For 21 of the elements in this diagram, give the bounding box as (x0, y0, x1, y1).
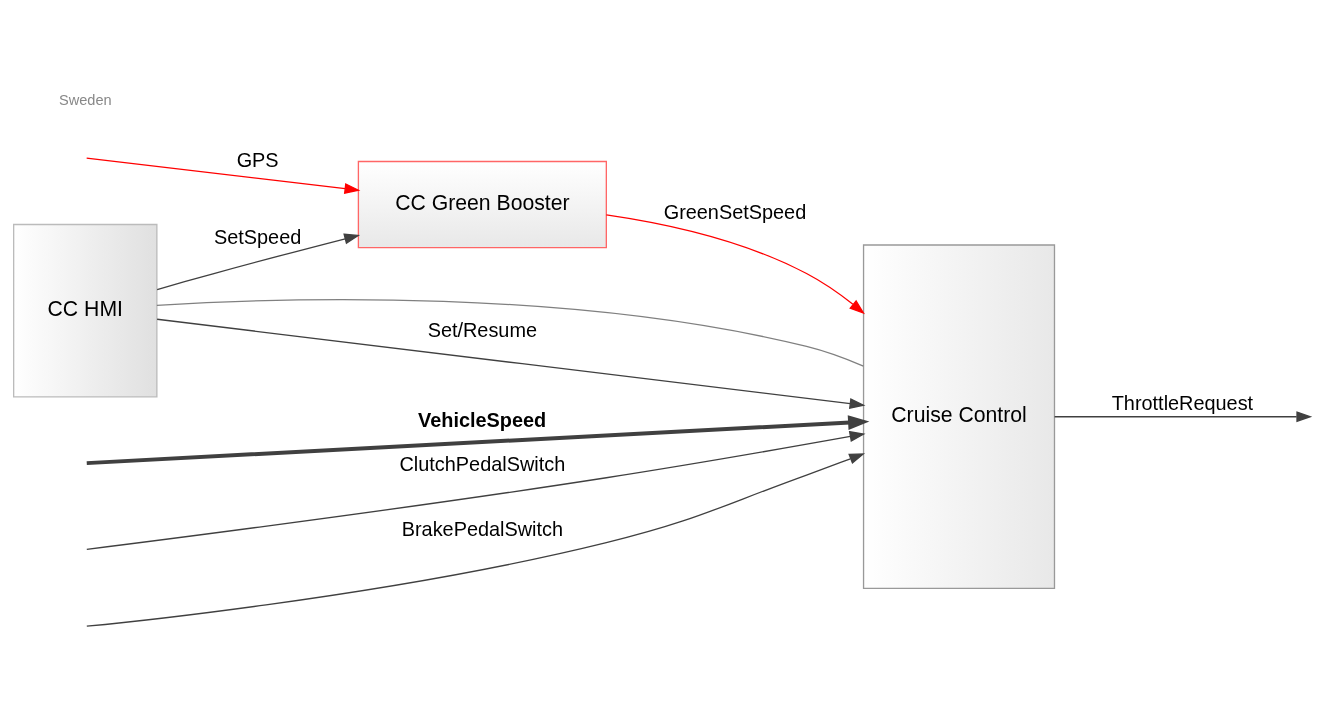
arrow (86, 414, 870, 465)
arrow (605, 213, 865, 314)
edge-label: GreenSetSpeed (663, 200, 807, 223)
edge-label: VehicleSpeed (418, 408, 547, 431)
node-box: CC Green Booster (357, 160, 607, 248)
arrow (86, 430, 866, 550)
label: Sweden (58, 91, 112, 108)
arrow (86, 157, 361, 194)
edge-label: ClutchPedalSwitch (399, 452, 566, 475)
edge-label: SetSpeed (213, 225, 302, 248)
edge-label: BrakePedalSwitch (401, 517, 564, 540)
node-box: CC HMI (13, 223, 158, 397)
arrow (156, 233, 361, 290)
arrow (1053, 410, 1313, 422)
arrow (156, 318, 866, 409)
node-box: Cruise Control (862, 243, 1056, 589)
arrow (86, 452, 866, 627)
connector (156, 298, 865, 367)
edge-label: GPS (236, 148, 279, 171)
edge-label: ThrottleRequest (1111, 391, 1254, 414)
edge-label: Set/Resume (427, 318, 538, 341)
